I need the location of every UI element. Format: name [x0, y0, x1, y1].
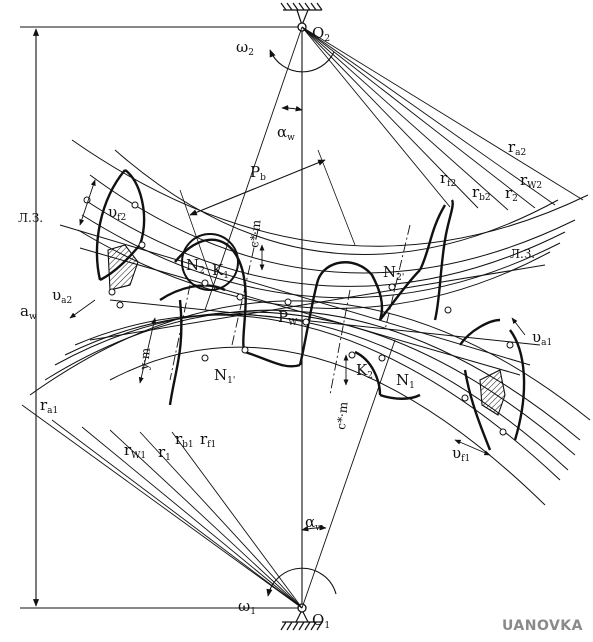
label-va2: υa2 [52, 286, 72, 306]
base-pitch-dimension [189, 159, 326, 216]
label-n2: N2 [186, 256, 205, 276]
label-vf2: υf2 [108, 203, 126, 223]
gear1-circles [29, 300, 591, 506]
label-rw1: rW1 [124, 441, 146, 461]
label-rb2: rb2 [472, 183, 491, 203]
label-rf1: rf1 [200, 430, 216, 450]
label-cm-top: c*·m [247, 219, 263, 249]
alpha-top-arc [281, 105, 303, 112]
label-lz-left: Л.З. [18, 211, 43, 225]
omega1-arc [266, 567, 337, 597]
label-omega1: ω1 [238, 597, 256, 617]
label-ym: y·m [137, 347, 153, 372]
label-pb: Pb [250, 163, 266, 183]
label-k2: K2 [356, 361, 373, 381]
label-ra1: ra1 [40, 396, 58, 416]
label-n2p: N2' [383, 263, 404, 283]
label-ra2: ra2 [508, 138, 526, 158]
label-vf1: υf1 [452, 444, 470, 464]
label-k1: K1 [212, 261, 229, 281]
label-rw2: rW2 [520, 171, 542, 191]
watermark: UANOVKA [501, 618, 583, 634]
label-r1: r1 [158, 443, 171, 463]
label-o2: O2 [312, 24, 330, 44]
hatched-region-left [107, 244, 139, 291]
label-o1: O1 [312, 611, 330, 631]
small-dimensions [69, 179, 526, 456]
alpha-bottom-arc [301, 524, 327, 532]
label-alpha-bottom: αw [305, 513, 323, 533]
label-omega2: ω2 [236, 38, 254, 58]
top-support [280, 2, 323, 26]
label-pw: PW [278, 308, 298, 328]
gear2-circles [71, 139, 589, 309]
label-n1: N1 [396, 371, 415, 391]
marker-points [83, 196, 514, 436]
center-line [20, 26, 303, 609]
label-rf2: rf2 [440, 169, 456, 189]
gear-teeth [95, 169, 526, 451]
label-alpha-top: αw [277, 123, 295, 143]
pb-ext-left [179, 189, 216, 291]
label-n1p: N1' [214, 366, 235, 386]
pb-ext-right [317, 149, 356, 246]
label-rb1: rb1 [175, 430, 194, 450]
label-cm-bottom: c*·m [334, 401, 350, 431]
omega2-arc [269, 49, 335, 73]
hatched-region-right [479, 369, 506, 416]
label-va1: υa1 [532, 328, 552, 348]
radii-o1 [21, 339, 396, 609]
label-r2: r2 [505, 184, 518, 204]
label-lz-right: Л.З. [510, 247, 535, 261]
label-aw: aw [20, 302, 37, 322]
contact-circle-upper [181, 233, 239, 291]
